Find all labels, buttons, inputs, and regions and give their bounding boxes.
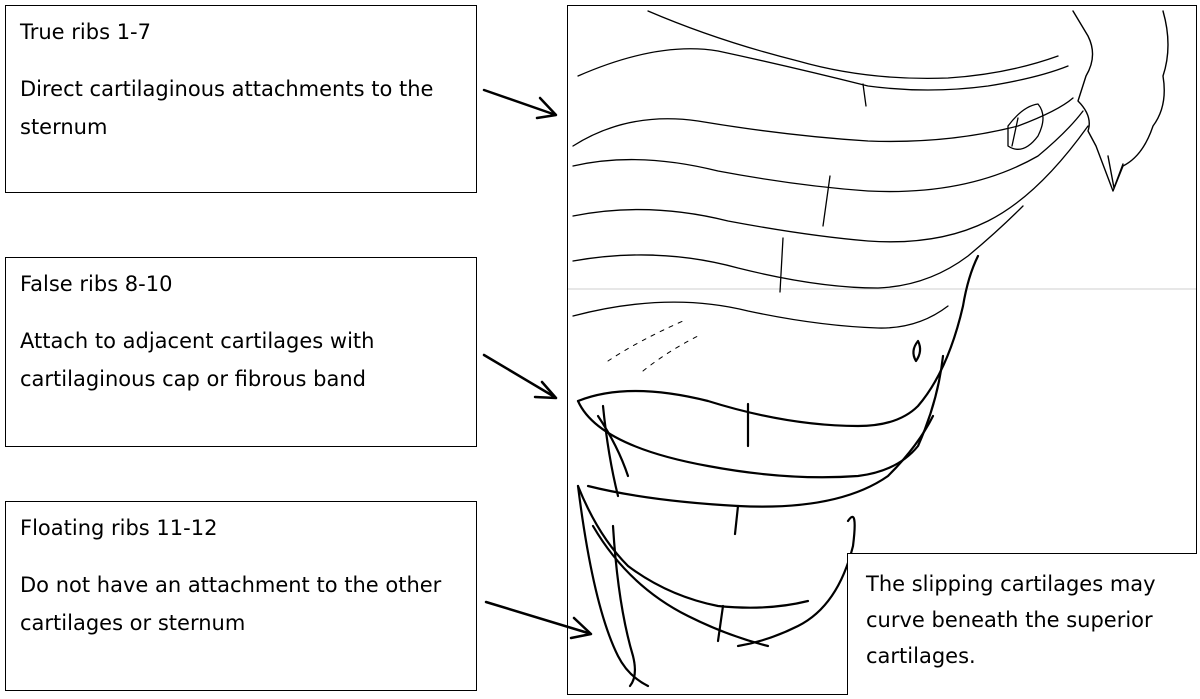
true-ribs-label-box: True ribs 1-7 Direct cartilaginous attac… [5,5,477,193]
note-text: The slipping cartilages may curve beneat… [866,572,1156,668]
true-ribs-description: Direct cartilaginous attachments to the … [20,77,434,139]
floating-ribs-description: Do not have an attachment to the other c… [20,573,442,635]
false-ribs-title: False ribs 8-10 [20,272,173,296]
true-ribs-title: True ribs 1-7 [20,20,151,44]
note-box: The slipping cartilages may curve beneat… [847,553,1197,695]
arrow-true-ribs [482,88,558,120]
false-ribs-label-box: False ribs 8-10 Attach to adjacent carti… [5,257,477,447]
arrow-false-ribs [482,353,558,400]
false-ribs-description: Attach to adjacent cartilages with carti… [20,329,375,391]
false-ribs [576,254,980,536]
floating-ribs-label-box: Floating ribs 11-12 Do not have an attac… [5,501,477,691]
rib-cage-drawing [568,10,1196,688]
floating-ribs-title: Floating ribs 11-12 [20,516,218,540]
arrow-floating-ribs [484,600,593,640]
true-ribs [572,10,1089,329]
floating-ribs [576,484,856,688]
sternum [1072,10,1169,192]
dashed-marks [607,320,699,372]
